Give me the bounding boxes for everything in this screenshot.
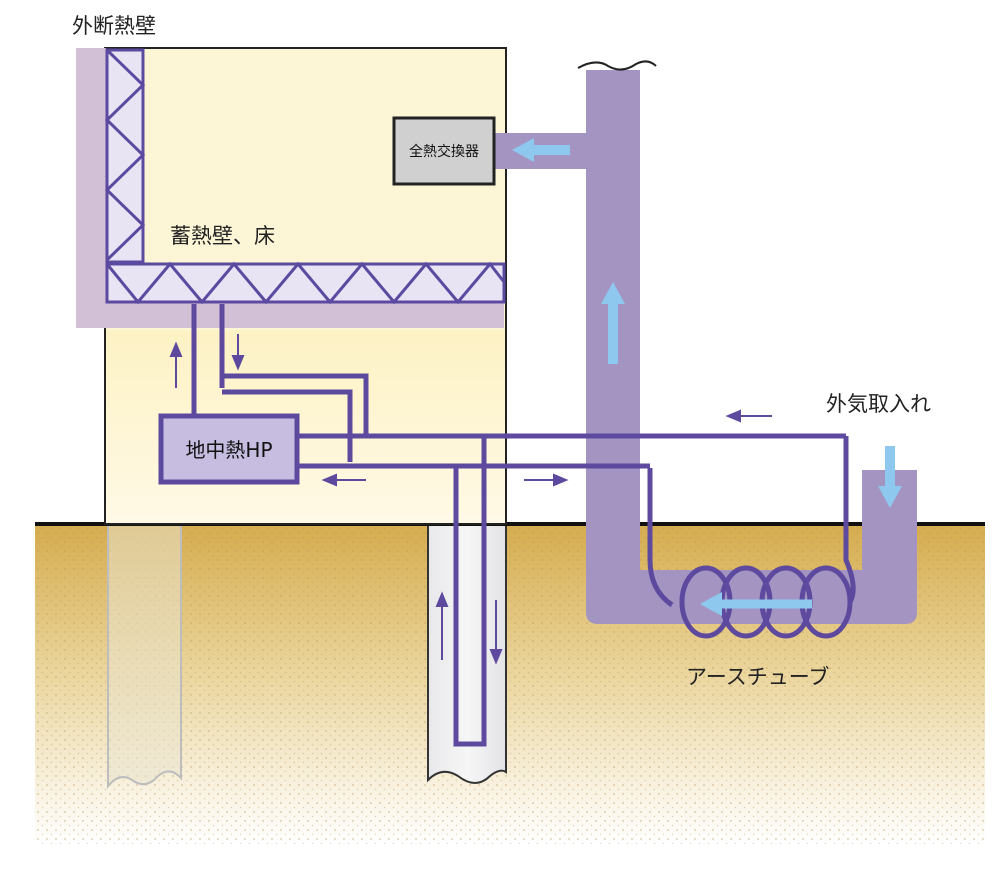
thermal-storage-label: 蓄熱壁、床 <box>170 224 275 248</box>
ventilation-duct <box>494 60 917 624</box>
air-flow-arrows <box>512 138 902 508</box>
flow-arrows <box>169 334 772 665</box>
foundation-pile <box>107 526 182 789</box>
earth-tube-label: アースチューブ <box>686 665 829 689</box>
geothermal-piping <box>191 304 846 747</box>
geothermal-heat-pump: 地中熱HP <box>158 413 300 485</box>
earth-tube-air-arrow <box>700 592 812 616</box>
outside-air-intake-label: 外気取入れ <box>826 392 931 416</box>
outer-insulation-wall-label: 外断熱壁 <box>72 14 156 38</box>
heat-exchanger: 全熱交換器 <box>392 116 496 186</box>
geothermal-hp-label: 地中熱HP <box>185 438 272 462</box>
heat-exchanger-label: 全熱交換器 <box>409 143 479 160</box>
thermal-storage-floor <box>105 261 506 305</box>
outer-insulation-wall <box>76 48 504 328</box>
